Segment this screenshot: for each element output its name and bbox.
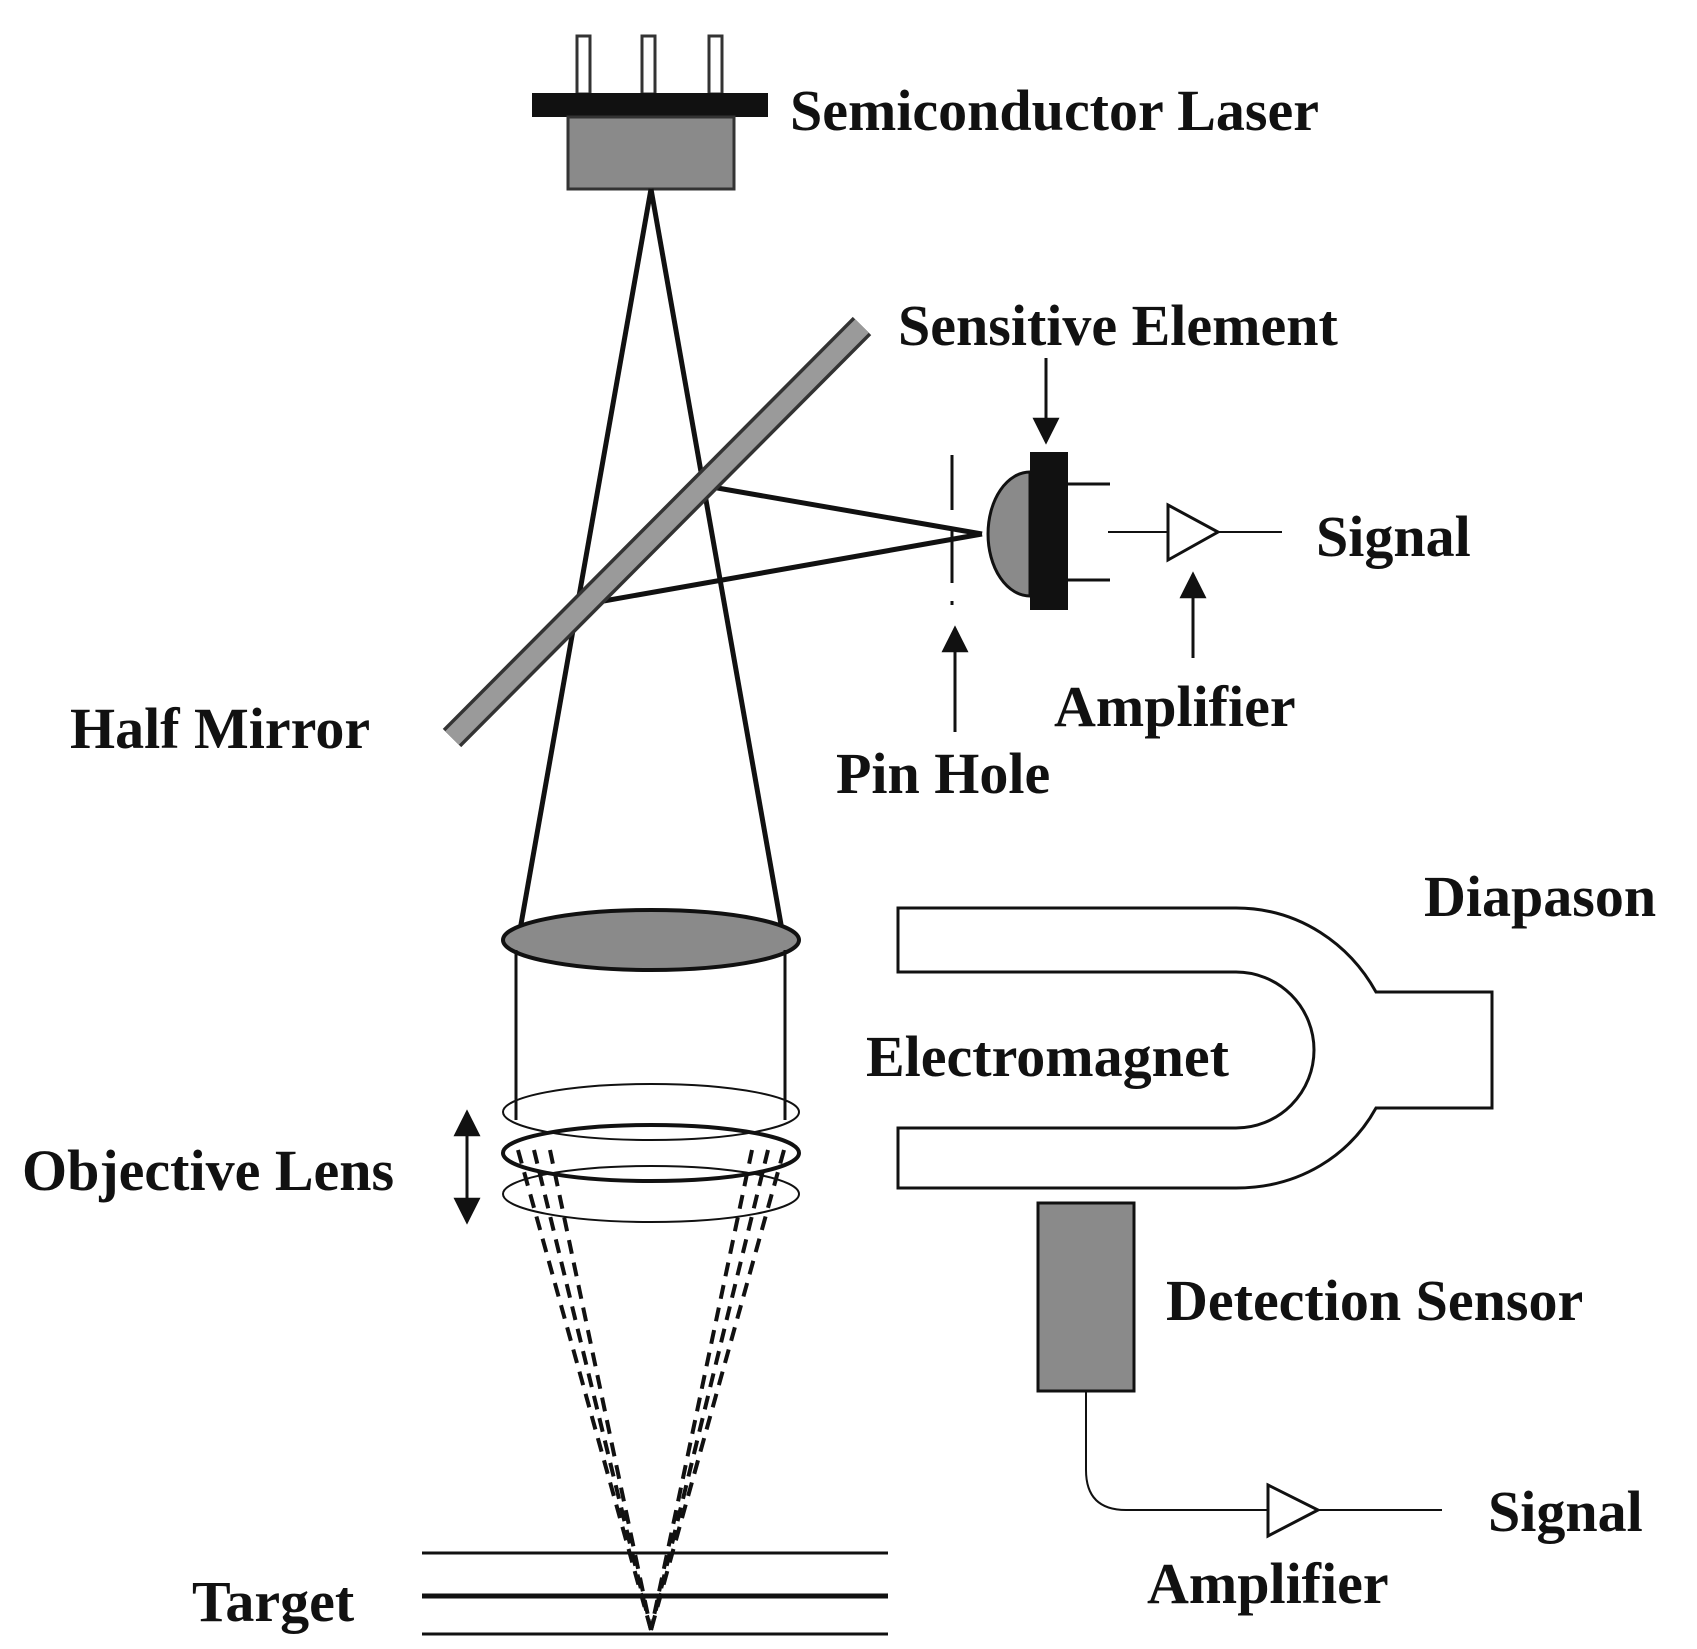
label-signal-bottom: Signal — [1488, 1479, 1643, 1544]
objective-lens — [501, 1083, 801, 1223]
label-amplifier-bottom: Amplifier — [1147, 1551, 1389, 1616]
laser-beam — [517, 188, 785, 931]
sensitive-element — [986, 452, 1110, 610]
label-detection-sensor: Detection Sensor — [1166, 1268, 1584, 1333]
detection-sensor — [1036, 1201, 1136, 1393]
target-surfaces — [422, 1551, 888, 1636]
label-pin-hole: Pin Hole — [836, 741, 1051, 806]
label-sensitive-element: Sensitive Element — [898, 293, 1338, 358]
collimating-lens — [501, 908, 801, 972]
label-diapason: Diapason — [1424, 864, 1657, 929]
reflected-beam — [597, 483, 983, 605]
amplifier-bottom-symbol — [1085, 1391, 1442, 1539]
label-target: Target — [192, 1569, 355, 1634]
amplifier-top-symbol — [1108, 502, 1282, 563]
semiconductor-laser — [532, 34, 768, 191]
label-half-mirror: Half Mirror — [70, 696, 371, 761]
label-objective-lens: Objective Lens — [22, 1138, 395, 1203]
label-semiconductor-laser: Semiconductor Laser — [790, 78, 1319, 143]
focused-beams — [516, 1149, 786, 1631]
label-amplifier-top: Amplifier — [1054, 674, 1296, 739]
electromagnet-diapason — [896, 906, 1494, 1190]
label-electromagnet: Electromagnet — [866, 1024, 1229, 1089]
pointer-arrows — [941, 358, 1207, 732]
label-signal-top: Signal — [1316, 504, 1471, 569]
